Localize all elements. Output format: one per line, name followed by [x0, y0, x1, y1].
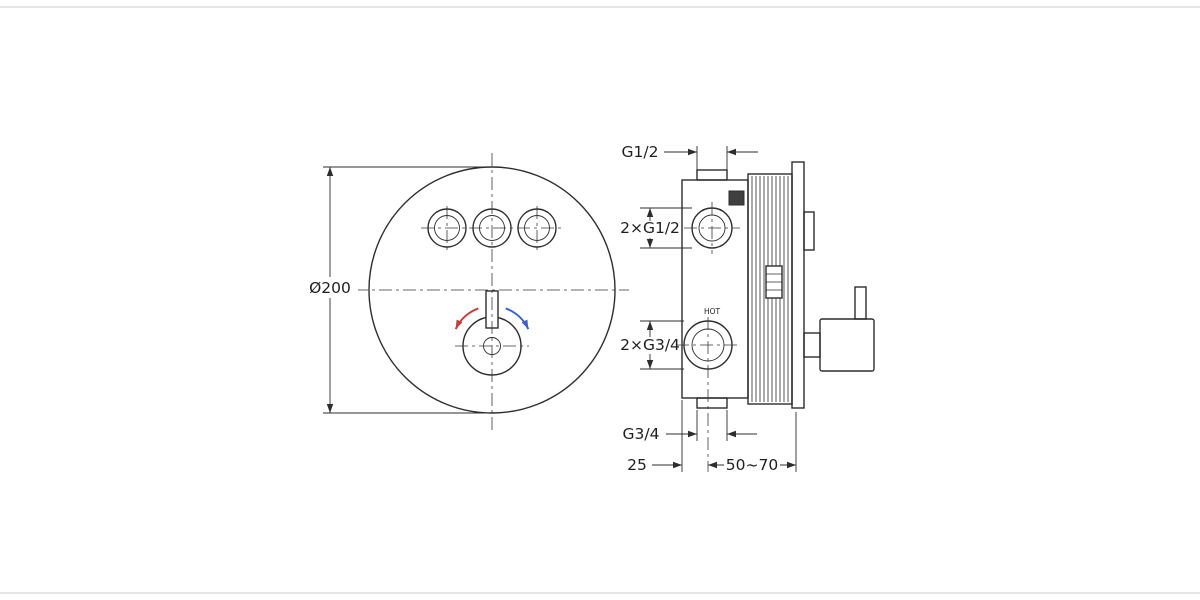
mounting-plate: [791, 161, 805, 409]
hot-arrowhead-icon: [455, 319, 463, 330]
dim-top-thread: G1/2: [622, 143, 758, 176]
plate-button-housing: [803, 211, 815, 251]
front-view: Ø200: [302, 153, 629, 433]
dim-side-inlet-top: 2×G1/2: [620, 207, 692, 249]
hot-direction-arrow: [454, 307, 479, 330]
dim-side-inlet-bottom: 2×G3/4: [620, 320, 684, 370]
dim-bottom-thread: G3/4: [623, 410, 757, 443]
cold-direction-arrow: [505, 307, 530, 330]
offset-label: 25: [627, 456, 647, 474]
side-inlet-bottom-label: 2×G3/4: [620, 336, 680, 354]
hot-label: HOT: [704, 307, 721, 316]
bottom-outlet-stub: [696, 397, 728, 409]
adjuster-clip-lines: [766, 273, 782, 291]
stop-block: [728, 190, 745, 206]
handle-stem: [854, 286, 867, 320]
diameter-label: Ø200: [309, 279, 351, 297]
side-inlet-top-label: 2×G1/2: [620, 219, 680, 237]
depth-range-label: 50~70: [726, 456, 778, 474]
dim-diameter: Ø200: [302, 166, 499, 414]
top-frame-line: [0, 6, 1200, 8]
cold-arrowhead-icon: [521, 319, 529, 330]
handle-body: [819, 318, 875, 372]
bottom-port-label: G3/4: [623, 425, 660, 443]
top-outlet-stub: [696, 169, 728, 181]
valve-body: [681, 179, 749, 399]
handle-neck: [803, 332, 821, 358]
dim-installation-depth: 25 50~70: [627, 400, 797, 474]
top-port-label: G1/2: [622, 143, 659, 161]
side-view: HOT G1/2 2×G1/2: [620, 143, 875, 474]
bottom-frame-line: [0, 592, 1200, 594]
